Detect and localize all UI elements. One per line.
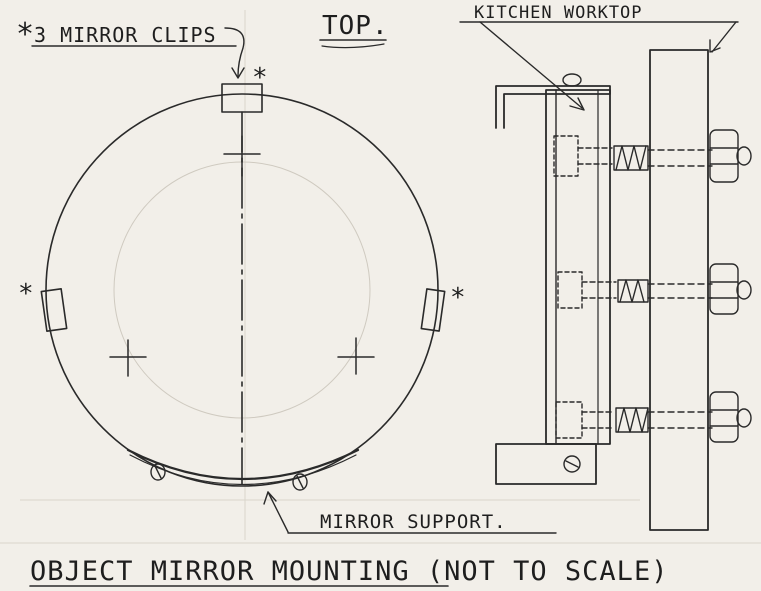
support-block-screw	[563, 455, 581, 473]
mirror-clip-left	[40, 288, 68, 332]
support-block	[495, 443, 597, 485]
clip-asterisk-left: *	[18, 279, 35, 309]
support-screw-left	[150, 463, 166, 481]
kitchen-worktop-label: KITCHEN WORKTOP	[474, 3, 643, 23]
paper-guide-lines	[0, 10, 761, 544]
mirror-clip-right	[420, 288, 446, 332]
bracket-screw	[562, 73, 582, 87]
adjuster-bolt-3	[555, 391, 752, 443]
mirror-support-sling	[126, 448, 360, 481]
top-view	[31, 27, 557, 534]
worktop-leader-right	[711, 21, 737, 53]
side-clip-bracket	[495, 85, 611, 129]
worktop-leader-left	[479, 21, 583, 109]
mirror-clip-top	[221, 83, 263, 113]
clip-asterisk-right: *	[450, 283, 467, 313]
side-view	[459, 21, 752, 531]
adjuster-bolt-1	[553, 129, 752, 183]
support-screw-right	[292, 473, 308, 491]
support-point-left	[109, 339, 147, 377]
labels: TOP. * 3 MIRROR CLIPS * * * KITCHEN WORK…	[16, 3, 668, 587]
support-leader-arrow	[267, 491, 289, 533]
top-view-label: TOP.	[322, 11, 389, 41]
kitchen-worktop-board	[649, 49, 709, 531]
mirror-support-label: MIRROR SUPPORT.	[320, 511, 507, 533]
diagram-caption: OBJECT MIRROR MOUNTING (NOT TO SCALE)	[30, 556, 668, 587]
clips-leader-arrow	[224, 27, 245, 77]
support-point-top	[223, 135, 261, 177]
clip-asterisk-top: *	[252, 63, 269, 93]
mirror-clips-label: 3 MIRROR CLIPS	[34, 23, 217, 47]
clips-asterisk-mark: *	[16, 17, 35, 52]
support-point-right	[337, 337, 375, 375]
adjuster-bolt-2	[557, 263, 752, 315]
